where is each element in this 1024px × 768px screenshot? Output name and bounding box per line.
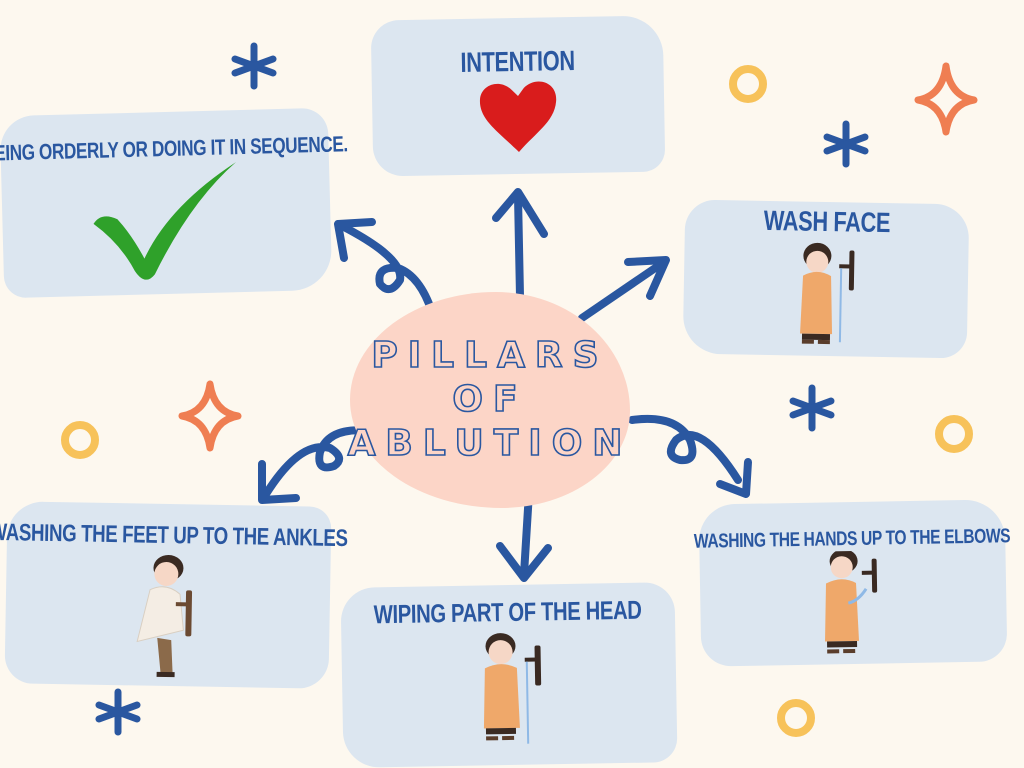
ring-icon [729, 65, 767, 103]
sparkle-icon [178, 380, 242, 452]
boy-washing-feet-illustration [136, 555, 193, 678]
arrow-to-hands [628, 414, 752, 498]
ring-icon [935, 415, 973, 453]
pillar-card-head: WIPING PART OF THE HEAD [340, 582, 678, 768]
heart-icon [480, 81, 557, 152]
pillar-card-orderly: BEING ORDERLY OR DOING IT IN SEQUENCE. [0, 107, 348, 299]
pillar-card-feet: WASHING THE FEET UP TO THE ANKLES [0, 501, 348, 689]
center-title-line: PILLARS [371, 334, 609, 377]
center-title-line: OF [452, 378, 528, 421]
arrow-to-intention [492, 188, 548, 300]
asterisk-icon [789, 384, 835, 432]
ring-icon [61, 421, 99, 459]
pillar-label: WASHING THE HANDS UP TO THE ELBOWS [693, 525, 1011, 553]
asterisk-icon [823, 120, 869, 168]
boy-washing-face-illustration [800, 242, 855, 345]
boy-wiping-head-illustration [483, 633, 542, 744]
pillar-label: INTENTION [460, 45, 575, 78]
pillar-label: WIPING PART OF THE HEAD [373, 594, 643, 630]
arrow-to-wash-face [578, 256, 670, 322]
arrow-to-feet [258, 426, 382, 504]
pillar-label: BEING ORDERLY OR DOING IT IN SEQUENCE. [0, 131, 348, 166]
checkmark-icon [93, 162, 236, 280]
pillar-card-hands: WASHING THE HANDS UP TO THE ELBOWS [694, 499, 1011, 667]
sparkle-icon [914, 62, 978, 136]
ring-icon [777, 699, 815, 737]
center-title-blob: PILLARS OF ABLUTION [347, 292, 633, 508]
pillar-card-intention: INTENTION [370, 15, 666, 177]
center-title-line: ABLUTION [347, 422, 633, 465]
arrow-to-orderly [334, 218, 436, 316]
pillar-label: WASHING THE FEET UP TO THE ANKLES [0, 518, 349, 553]
pillar-card-wash-face: WASH FACE [682, 199, 970, 359]
asterisk-icon [95, 688, 141, 736]
pillar-label: WASH FACE [763, 204, 891, 239]
boy-washing-hands-illustration [825, 550, 878, 654]
asterisk-icon [231, 42, 277, 90]
